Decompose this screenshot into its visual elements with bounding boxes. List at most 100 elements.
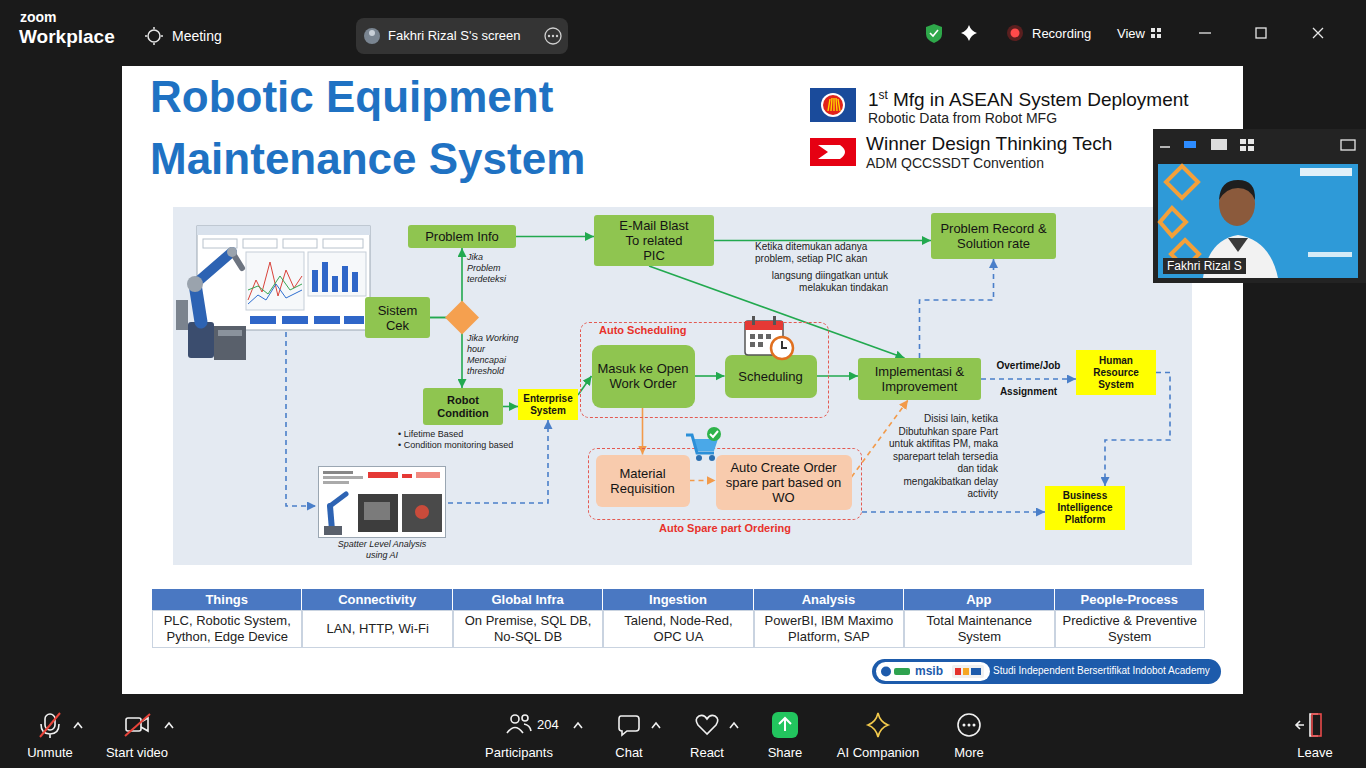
window-decor (552, 35, 554, 37)
table-cell: On Premise, SQL DB, No-SQL DB (453, 610, 603, 648)
box-label: Enterprise System (520, 393, 576, 417)
window-decor (955, 668, 961, 675)
table-text: On Premise, SQL DB, No-SQL DB (460, 613, 596, 645)
toolbar-icons (574, 723, 582, 728)
toolbar-label: More (954, 745, 984, 761)
process-box: Robot Condition (423, 388, 503, 425)
toolbar-label: Share (768, 745, 803, 761)
window-decor (876, 662, 990, 681)
monitoring-screenshot (250, 316, 276, 324)
spatter-screenshot (415, 505, 429, 519)
table-header-cell: Things (152, 589, 302, 610)
box-label: Scheduling (729, 369, 813, 384)
view-grid-icon (1151, 28, 1155, 32)
status-label: Recording (1032, 26, 1091, 42)
toolbar-label: Chat (615, 745, 642, 761)
system-box: Human Resource System (1076, 350, 1156, 395)
badge-title: Winner Design Thinking Tech (866, 133, 1112, 156)
window-decor (548, 35, 550, 37)
badge-subtitle: ADM QCCSSDT Convention (866, 155, 1044, 172)
table-text: People-Process (1081, 592, 1179, 608)
monitoring-screenshot (203, 239, 237, 248)
robot-illustration (187, 276, 203, 292)
cart-icon (696, 455, 702, 461)
cart-icon (684, 427, 722, 465)
robot-illustration (176, 247, 246, 360)
table-text: Connectivity (338, 592, 416, 608)
window-controls (1256, 28, 1266, 38)
spatter-screenshot (368, 472, 398, 478)
share-title: Fakhri Rizal S's screen (388, 28, 521, 44)
ordinal-suffix: st (879, 88, 888, 102)
calendar-icon (743, 315, 795, 361)
table-text: PowerBI, IBM Maximo Platform, SAP (761, 613, 897, 645)
table-header-cell: App (904, 589, 1054, 610)
toolbar-label: React (690, 745, 724, 761)
table-header-cell: People-Process (1055, 589, 1205, 610)
system-box: Enterprise System (518, 389, 578, 420)
video-off-slash (125, 714, 150, 736)
video-tile (1341, 140, 1355, 150)
monitoring-screenshot (283, 239, 317, 248)
calendar-icon (758, 334, 763, 339)
process-box: E-Mail Blast To related PIC (594, 215, 714, 266)
window-decor (821, 93, 845, 117)
table-cell: PowerBI, IBM Maximo Platform, SAP (754, 610, 904, 648)
window-decor (828, 98, 840, 111)
box-label: Robot Condition (427, 394, 499, 420)
video-tile (1184, 141, 1196, 148)
toolbar-icons (522, 715, 528, 721)
window-decor (894, 668, 910, 675)
process-box: Scheduling (725, 355, 817, 398)
sparkle-icon (961, 25, 977, 41)
table-text: Talend, Node-Red, OPC UA (610, 613, 746, 645)
video-tile (1300, 168, 1352, 176)
menu-label: Meeting (172, 28, 222, 45)
calendar-icon (758, 342, 763, 347)
box-label: E-Mail Blast To related PIC (614, 218, 694, 263)
toolbar-label: AI Companion (837, 745, 919, 761)
table-text: Total Maintenance System (911, 613, 1047, 645)
spatter-screenshot (364, 502, 390, 520)
screen-pill (356, 18, 568, 54)
monitoring-screenshot (342, 266, 348, 292)
toolbar-icons (730, 723, 738, 728)
logo-text: msib (915, 664, 943, 678)
toolbar-label: Participants (485, 745, 553, 761)
table-header-cell: Analysis (754, 589, 904, 610)
share-icon (772, 712, 798, 738)
window-decor (968, 724, 971, 727)
toolbar-label: Unmute (27, 745, 73, 761)
monitoring-screenshot (352, 272, 358, 292)
table-cell: Talend, Node-Red, OPC UA (603, 610, 753, 648)
cart-icon (710, 431, 718, 437)
calendar-icon (750, 334, 755, 339)
window-decor (818, 145, 845, 159)
window-decor (930, 30, 938, 36)
process-box: Problem Record & Solution rate (931, 213, 1056, 259)
video-tile (1308, 252, 1352, 257)
view-grid-icon (1157, 28, 1161, 32)
table-cell: LAN, HTTP, Wi-Fi (302, 610, 452, 648)
participant-count: 204 (537, 717, 559, 733)
process-box: Problem Info (408, 225, 516, 248)
window-decor (369, 30, 375, 36)
dashed-arrow (981, 378, 1076, 380)
window-controls (1313, 28, 1323, 38)
box-label: Problem Info (412, 229, 512, 244)
monitoring-screenshot (322, 262, 328, 292)
robot-illustration (176, 300, 188, 330)
process-box: Material Requisition (596, 455, 690, 507)
window-decor (952, 665, 984, 678)
monitoring-screenshot (312, 270, 318, 292)
monitoring-screenshot (197, 226, 370, 235)
bullet-note: • Condition monitoring based (398, 440, 513, 451)
window-decor (823, 95, 843, 115)
robot-illustration (227, 247, 237, 257)
system-box: Business Intelligence Platform (1045, 486, 1125, 530)
badge-title: Mfg in ASEAN System Deployment (893, 89, 1189, 110)
window-decor (971, 668, 981, 675)
toolbar-icons (74, 723, 82, 728)
note-text: Ketika ditemukan adanya problem, setiap … (755, 241, 873, 265)
dashed-arrow (862, 511, 1045, 513)
